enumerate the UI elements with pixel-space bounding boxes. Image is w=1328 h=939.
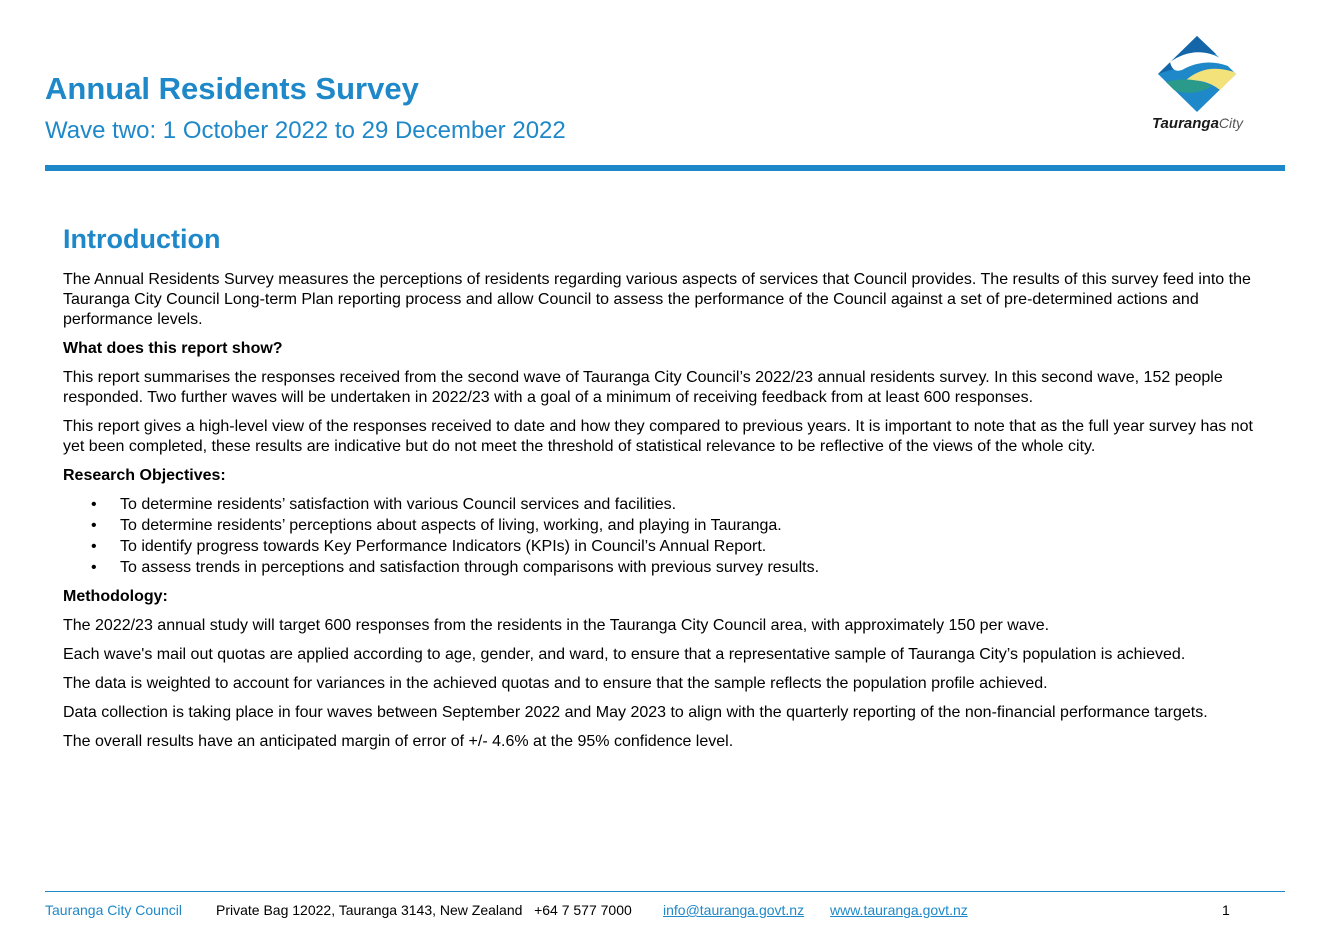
list-item: To identify progress towards Key Perform…: [63, 537, 1273, 557]
methodology-heading: Methodology:: [63, 588, 168, 605]
report-show-paragraph-1: This report summarises the responses rec…: [63, 369, 1223, 406]
report-show-heading: What does this report show?: [63, 340, 283, 357]
footer-email-link[interactable]: info@tauranga.govt.nz: [663, 902, 805, 918]
footer-address: Private Bag 12022, Tauranga 3143, New Ze…: [216, 902, 632, 918]
footer-website-link[interactable]: www.tauranga.govt.nz: [830, 902, 968, 918]
header-rule: [45, 165, 1285, 171]
footer-org-name: Tauranga City Council: [45, 902, 182, 918]
tauranga-city-logo: TaurangaCity: [1140, 34, 1255, 134]
intro-paragraph: The Annual Residents Survey measures the…: [63, 271, 1251, 328]
list-item: To assess trends in perceptions and sati…: [63, 558, 1273, 578]
report-body: Introduction The Annual Residents Survey…: [63, 222, 1273, 761]
report-show-paragraph-2: This report gives a high-level view of t…: [63, 418, 1253, 455]
methodology-paragraph: The data is weighted to account for vari…: [63, 675, 1048, 692]
logo-word-light: City: [1218, 115, 1244, 131]
tauranga-city-logo-icon: [1158, 36, 1236, 112]
methodology-paragraph: Data collection is taking place in four …: [63, 704, 1208, 721]
list-item: To determine residents’ perceptions abou…: [63, 516, 1273, 536]
logo-wordmark: TaurangaCity: [1140, 115, 1255, 132]
footer-rule: [45, 891, 1285, 892]
page-title: Annual Residents Survey: [45, 71, 419, 106]
methodology-paragraph: Each wave's mail out quotas are applied …: [63, 646, 1186, 663]
page-subtitle: Wave two: 1 October 2022 to 29 December …: [45, 117, 566, 144]
logo-word-bold: Tauranga: [1151, 115, 1219, 132]
objectives-list: To determine residents’ satisfaction wit…: [63, 495, 1273, 578]
page-number: 1: [1222, 902, 1230, 918]
methodology-paragraph: The overall results have an anticipated …: [63, 733, 734, 750]
objectives-heading: Research Objectives:: [63, 467, 226, 484]
list-item: To determine residents’ satisfaction wit…: [63, 495, 1273, 515]
methodology-paragraph: The 2022/23 annual study will target 600…: [63, 617, 1050, 634]
intro-heading: Introduction: [63, 224, 221, 254]
